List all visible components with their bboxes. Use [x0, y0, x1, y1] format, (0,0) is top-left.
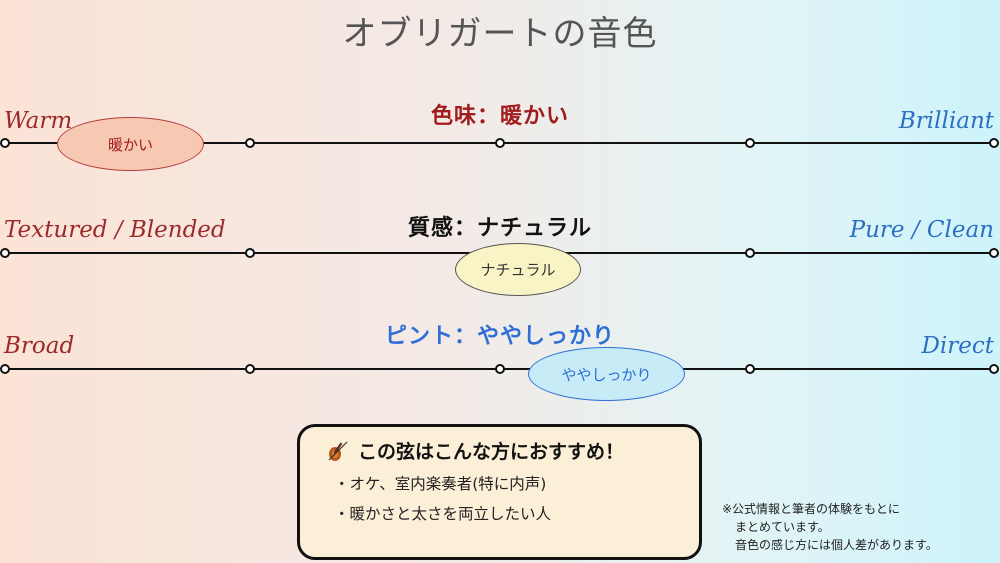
scale-tick: [0, 364, 10, 374]
scale-marker: ナチュラル: [455, 243, 581, 296]
scale-tick: [245, 364, 255, 374]
scale-left-label: Broad: [4, 333, 75, 359]
recommend-title: この弦はこんな方におすすめ！: [358, 441, 625, 463]
scale-tick: [495, 138, 505, 148]
scale-right-label: Direct: [921, 333, 994, 359]
scale-tick: [0, 248, 10, 258]
scale-tick: [989, 248, 999, 258]
scale-left-label: Warm: [4, 108, 73, 134]
scale-tick: [745, 364, 755, 374]
violin-icon: [326, 439, 350, 463]
note-line: ※公式情報と筆者の体験をもとに: [722, 502, 900, 516]
scale-marker: ややしっかり: [528, 347, 685, 401]
recommend-item: ・暖かさと太さを両立したい人: [334, 505, 552, 523]
scale-right-label: Pure / Clean: [849, 217, 994, 243]
recommend-item: ・オケ、室内楽奏者(特に内声): [334, 475, 547, 493]
recommend-title-row: この弦はこんな方におすすめ！: [326, 437, 681, 464]
scale-tick: [745, 138, 755, 148]
scale-heading: 色味：暖かい: [430, 104, 569, 129]
page-title: オブリガートの音色: [342, 14, 658, 54]
scale-tick: [495, 364, 505, 374]
note-line: 音色の感じ方には個人差があります。: [735, 538, 938, 552]
scale-tick: [0, 138, 10, 148]
scale-tick: [245, 138, 255, 148]
scale-heading: ピント：ややしっかり: [384, 324, 615, 349]
disclaimer-note: ※公式情報と筆者の体験をもとに まとめています。 音色の感じ方には個人差がありま…: [722, 500, 997, 554]
scale-tick: [245, 248, 255, 258]
scale-left-label: Textured / Blended: [4, 217, 226, 243]
recommend-box: この弦はこんな方におすすめ！ ・オケ、室内楽奏者(特に内声) ・暖かさと太さを両…: [297, 424, 702, 560]
note-line: まとめています。: [735, 520, 830, 534]
scale-tick: [989, 138, 999, 148]
scale-heading: 質感：ナチュラル: [407, 216, 592, 241]
scale-marker: 暖かい: [57, 117, 204, 171]
scale-right-label: Brilliant: [898, 108, 994, 134]
scale-tick: [745, 248, 755, 258]
scale-tick: [989, 364, 999, 374]
